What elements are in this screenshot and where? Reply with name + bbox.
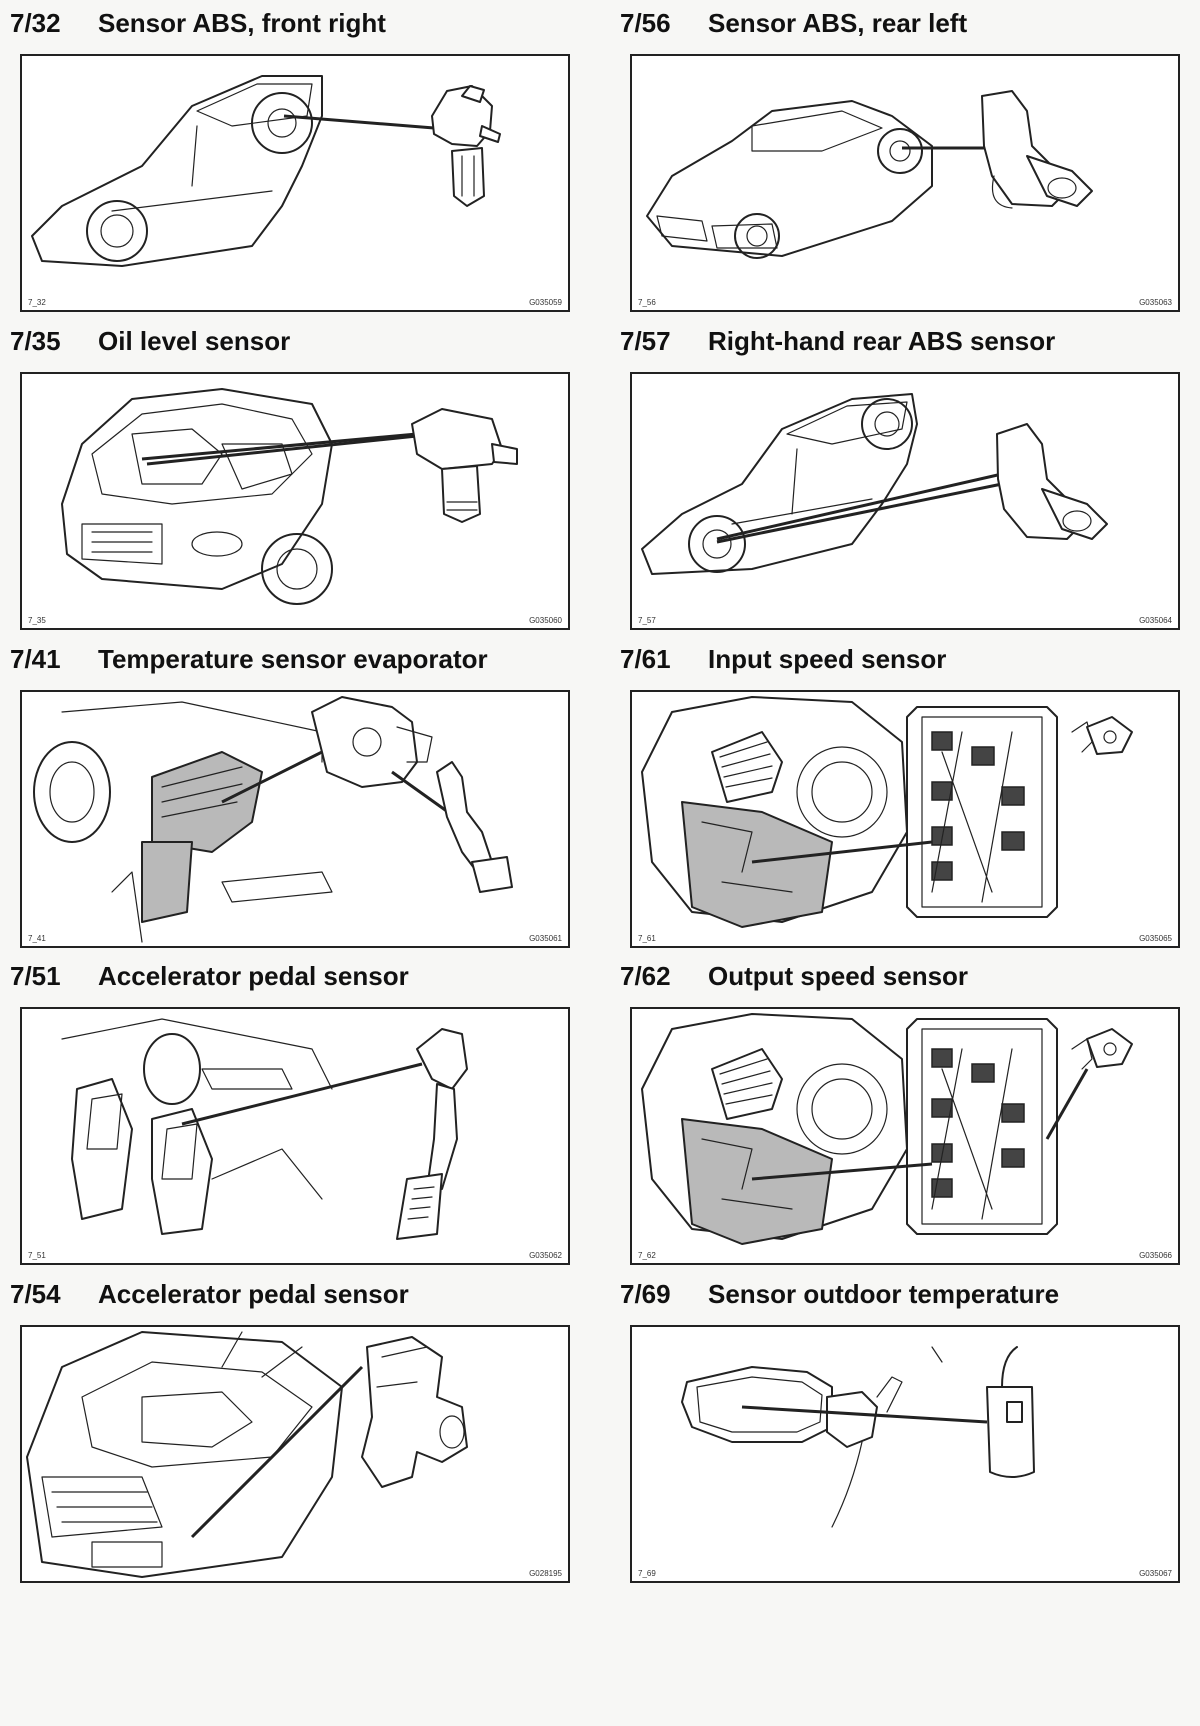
entry-7-54: 7/54 Accelerator pedal sensor G028195 <box>10 1275 578 1583</box>
entry-heading: 7/35 Oil level sensor <box>10 322 578 360</box>
entry-heading: 7/51 Accelerator pedal sensor <box>10 957 578 995</box>
entry-heading: 7/62 Output speed sensor <box>620 957 1188 995</box>
entry-code: 7/61 <box>620 643 671 674</box>
illustration-frame: 7_69 G035067 <box>630 1325 1180 1583</box>
figure-id: 7_41 <box>28 934 46 943</box>
entry-7-69: 7/69 Sensor outdoor temperature 7_69 G03… <box>620 1275 1188 1583</box>
figure-ref: G035065 <box>1139 934 1172 943</box>
car-interior-pedal-illustration <box>61 1018 468 1240</box>
illustration-frame: 7_41 G035061 <box>20 690 570 948</box>
engine-bay-illustration <box>61 388 518 605</box>
transmission-valve-body-illustration <box>641 696 1133 928</box>
entry-heading: 7/61 Input speed sensor <box>620 640 1188 678</box>
figure-ref: G035067 <box>1139 1569 1172 1578</box>
entry-7-61: 7/61 Input speed sensor 7_61 <box>620 640 1188 948</box>
illustration-frame: 7_35 G035060 <box>20 372 570 630</box>
entry-7-57: 7/57 Right-hand rear ABS sensor 7_57 G03… <box>620 322 1188 630</box>
illustration-frame: 7_51 G035062 <box>20 1007 570 1265</box>
entry-code: 7/69 <box>620 1278 671 1309</box>
figure-ref: G028195 <box>529 1569 562 1578</box>
figure-ref: G035063 <box>1139 298 1172 307</box>
side-mirror-illustration <box>681 1346 1035 1528</box>
illustration-frame: 7_61 G035065 <box>630 690 1180 948</box>
entry-code: 7/57 <box>620 325 671 356</box>
figure-ref: G035062 <box>529 1251 562 1260</box>
entry-7-51: 7/51 Accelerator pedal sensor 7_51 G0350… <box>10 957 578 1265</box>
figure-ref: G035064 <box>1139 616 1172 625</box>
illustration-frame: 7_62 G035066 <box>630 1007 1180 1265</box>
figure-id: 7_61 <box>638 934 656 943</box>
entry-code: 7/35 <box>10 325 61 356</box>
entry-heading: 7/56 Sensor ABS, rear left <box>620 4 1188 42</box>
entry-code: 7/54 <box>10 1278 61 1309</box>
entry-title: Sensor ABS, front right <box>98 7 386 38</box>
entry-code: 7/32 <box>10 7 61 38</box>
figure-id: 7_57 <box>638 616 656 625</box>
figure-ref: G035059 <box>529 298 562 307</box>
figure-id: 7_51 <box>28 1251 46 1260</box>
entry-heading: 7/69 Sensor outdoor temperature <box>620 1275 1188 1313</box>
figure-id: 7_32 <box>28 298 46 307</box>
illustration-frame: G028195 <box>20 1325 570 1583</box>
figure-ref: G035060 <box>529 616 562 625</box>
entry-title: Temperature sensor evaporator <box>98 643 488 674</box>
figure-id: 7_69 <box>638 1569 656 1578</box>
entry-title: Input speed sensor <box>708 643 947 674</box>
entry-title: Output speed sensor <box>708 960 969 991</box>
dashboard-evaporator-illustration <box>33 696 513 943</box>
entry-title: Accelerator pedal sensor <box>98 1278 409 1309</box>
entry-title: Oil level sensor <box>98 325 291 356</box>
entry-7-56: 7/56 Sensor ABS, rear left 7_56 G035063 <box>620 4 1188 312</box>
entry-7-32: 7/32 Sensor ABS, front right 7_32 G03505… <box>10 4 578 312</box>
entry-heading: 7/54 Accelerator pedal sensor <box>10 1275 578 1313</box>
entry-code: 7/51 <box>10 960 61 991</box>
entry-title: Accelerator pedal sensor <box>98 960 409 991</box>
figure-id: 7_35 <box>28 616 46 625</box>
entry-7-41: 7/41 Temperature sensor evaporator 7_41 … <box>10 640 578 948</box>
entry-title: Sensor outdoor temperature <box>708 1278 1060 1309</box>
illustration-frame: 7_56 G035063 <box>630 54 1180 312</box>
car-front-rear-wheel-illustration <box>646 90 1093 259</box>
transmission-valve-body-illustration <box>641 1013 1133 1245</box>
entry-code: 7/56 <box>620 7 671 38</box>
figure-ref: G035061 <box>529 934 562 943</box>
illustration-frame: 7_32 G035059 <box>20 54 570 312</box>
engine-bay-front-illustration <box>26 1331 468 1578</box>
entry-code: 7/62 <box>620 960 671 991</box>
figure-ref: G035066 <box>1139 1251 1172 1260</box>
figure-id: 7_62 <box>638 1251 656 1260</box>
entry-7-35: 7/35 Oil level sensor 7_35 G035060 <box>10 322 578 630</box>
entry-title: Right-hand rear ABS sensor <box>708 325 1056 356</box>
entry-heading: 7/32 Sensor ABS, front right <box>10 4 578 42</box>
entry-code: 7/41 <box>10 643 61 674</box>
entry-title: Sensor ABS, rear left <box>708 7 968 38</box>
car-side-front-wheel-illustration <box>31 75 501 267</box>
illustration-frame: 7_57 G035064 <box>630 372 1180 630</box>
car-side-rear-wheel-illustration <box>641 393 1108 575</box>
entry-7-62: 7/62 Output speed sensor <box>620 957 1188 1265</box>
entry-heading: 7/57 Right-hand rear ABS sensor <box>620 322 1188 360</box>
entry-heading: 7/41 Temperature sensor evaporator <box>10 640 578 678</box>
figure-id: 7_56 <box>638 298 656 307</box>
